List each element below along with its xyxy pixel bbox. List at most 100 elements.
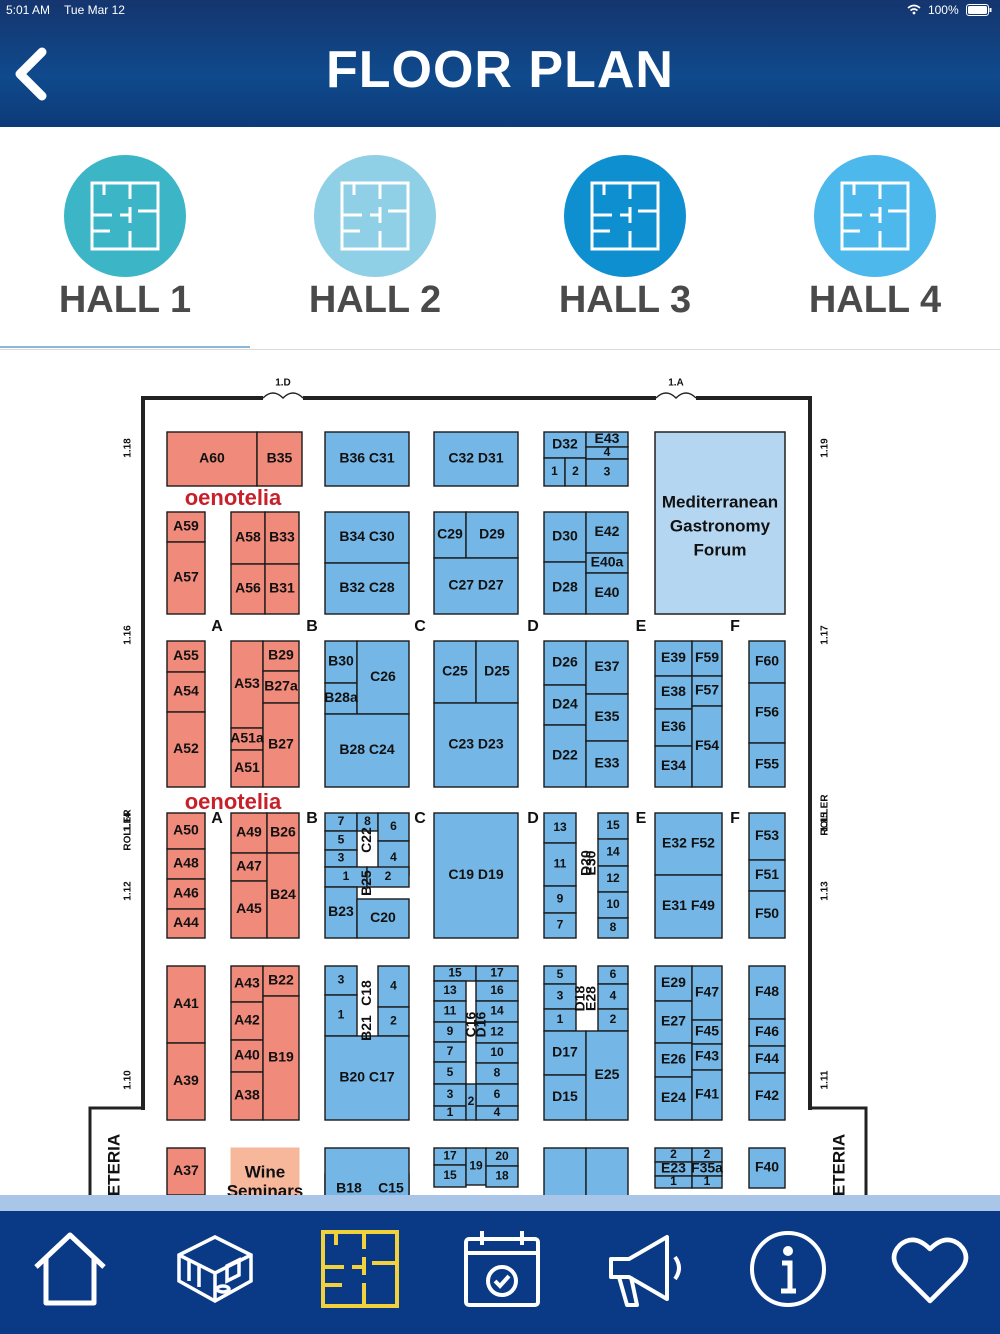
red-booth-label: A46: [173, 885, 199, 901]
red-booth-label: A57: [173, 569, 199, 585]
red-booth-label: B33: [269, 529, 295, 545]
blue-booth-label: E35: [595, 708, 620, 724]
tab-calendar[interactable]: [462, 1229, 542, 1309]
hall-tab-2[interactable]: HALL 2: [250, 155, 500, 345]
aisle-label: F: [730, 618, 740, 635]
red-booth-label: A39: [173, 1072, 199, 1088]
forum-label: Gastronomy: [670, 516, 771, 535]
blue-booth-label: D29: [479, 526, 505, 542]
red-booth-label: A43: [234, 975, 260, 991]
floorplan-icon: [840, 181, 910, 251]
tab-favorites[interactable]: [890, 1229, 970, 1309]
blue-booth: [748, 742, 786, 788]
blue-booth-label: 2: [704, 1147, 711, 1161]
cafeteria-label: ETERIA: [104, 1134, 123, 1195]
blue-booth-label: 2: [468, 1094, 475, 1108]
blue-booth-label: 20: [495, 1149, 509, 1163]
blue-booth-label: B30: [328, 653, 354, 669]
blue-booth: [543, 561, 587, 615]
blue-booth-label: D24: [552, 696, 578, 712]
exhibitors-icon: [177, 1235, 253, 1304]
blue-booth-label: 4: [604, 445, 611, 459]
blue-booth-label: 7: [447, 1044, 454, 1058]
blue-booth-label: 6: [390, 819, 397, 833]
red-booth: [262, 670, 300, 704]
side-door-label: 1.13: [820, 881, 831, 901]
cafeteria-wall-left: [88, 1106, 143, 1195]
blue-booth: [585, 1030, 629, 1121]
hall-2-label: HALL 2: [308, 279, 442, 321]
blue-booth-label: 14: [490, 1004, 504, 1018]
blue-booth: [433, 557, 519, 615]
side-door-label: ROLLER: [123, 809, 134, 851]
door-swing: [655, 392, 697, 400]
blue-booth: [543, 1074, 587, 1121]
blue-booth-label: E26: [661, 1051, 686, 1067]
blue-booth-label: 1: [557, 1012, 564, 1026]
red-booth-label: B22: [268, 972, 294, 988]
blue-booth: [597, 838, 629, 867]
blue-booth-label: B20 C17: [339, 1069, 394, 1085]
blue-booth-label: 11: [554, 857, 567, 871]
blue-booth-label: 7: [338, 814, 345, 828]
red-booth-label: B31: [269, 580, 295, 596]
blue-booth-label: D30: [552, 528, 578, 544]
red-booth: [166, 511, 206, 543]
blue-booth-label: D17: [552, 1044, 578, 1060]
status-date: Tue Mar 12: [64, 3, 125, 17]
brand-label: oenotelia: [185, 789, 282, 814]
red-booth-label: A56: [235, 580, 261, 596]
blue-booth: [691, 1019, 723, 1045]
blue-booth-label: F57: [695, 682, 719, 698]
hall-tab-1[interactable]: HALL 1: [0, 155, 250, 345]
tab-home[interactable]: [30, 1229, 110, 1309]
red-booth-label: B26: [270, 824, 296, 840]
tab-announcements[interactable]: [605, 1229, 685, 1309]
blue-booth-label: F46: [755, 1023, 779, 1039]
blue-booth-label: 17: [443, 1149, 457, 1163]
aisle-label: C: [414, 618, 426, 635]
blue-booth-label: 1: [670, 1174, 677, 1188]
cafeteria-label: ETERIA: [829, 1134, 848, 1195]
aisle-label: C: [414, 810, 426, 827]
blue-booth-label: 3: [338, 973, 345, 987]
blue-booth-label: F55: [755, 756, 779, 772]
blue-booth: [585, 693, 629, 742]
blue-booth-label: 11: [444, 1004, 457, 1018]
red-booth-label: A53: [234, 675, 260, 691]
tab-info[interactable]: [748, 1229, 828, 1309]
red-booth-label: A40: [234, 1047, 260, 1063]
blue-booth: [324, 713, 410, 788]
blue-booth-label: 8: [610, 920, 617, 934]
red-booth: [230, 511, 266, 565]
blue-booth: [691, 1175, 723, 1189]
blue-booth-label: D15: [552, 1088, 578, 1104]
blue-booth: [543, 1147, 587, 1195]
wine-seminars-block: [230, 1147, 300, 1195]
back-button[interactable]: [10, 44, 54, 104]
blue-booth-label: 3: [338, 851, 345, 865]
wifi-icon: [907, 4, 921, 15]
red-booth-label: A51a: [230, 730, 264, 746]
red-booth-label: A42: [234, 1012, 260, 1028]
tab-floorplan[interactable]: [320, 1229, 400, 1309]
blue-booth: [585, 458, 629, 487]
blue-booth-label: 2: [390, 1014, 397, 1028]
red-booth-label: B29: [268, 647, 294, 663]
hall-1-circle: [64, 155, 186, 277]
blue-booth-label: 4: [610, 989, 617, 1003]
blue-booth: [324, 994, 358, 1037]
forum-label: Forum: [694, 540, 747, 559]
blue-booth: [366, 866, 410, 888]
red-booth: [166, 878, 206, 910]
hall-tab-4[interactable]: HALL 4: [750, 155, 1000, 345]
blue-booth: [465, 1083, 477, 1121]
blue-booth-label: 2: [670, 1147, 677, 1161]
hall-tab-3[interactable]: HALL 3: [500, 155, 750, 345]
red-booth: [166, 1147, 206, 1195]
blue-booth-label: E27: [661, 1013, 686, 1029]
tab-exhibitors[interactable]: [175, 1229, 255, 1309]
